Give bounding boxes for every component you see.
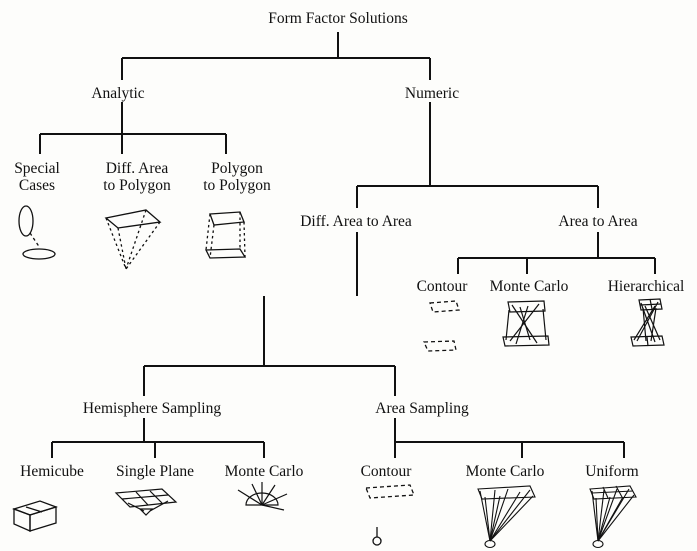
area-to-area-label: Area to Area bbox=[558, 213, 638, 230]
connector-root bbox=[121, 32, 431, 80]
special-cases-label: Special Cases bbox=[14, 160, 60, 194]
hierarchical-a2a-figure bbox=[630, 298, 665, 347]
diff-area-to-area-label: Diff. Area to Area bbox=[300, 213, 412, 230]
monte-carlo-a2a-label: Monte Carlo bbox=[489, 278, 569, 295]
connector-area-sampling bbox=[394, 418, 625, 458]
diff-area-to-polygon-label: Diff. Area to Polygon bbox=[103, 160, 171, 194]
hemisphere-sampling-label: Hemisphere Sampling bbox=[82, 400, 222, 417]
area-sampling-label: Area Sampling bbox=[375, 400, 469, 417]
diagram-title: Form Factor Solutions bbox=[268, 10, 408, 27]
contour-area-sampling-label: Contour bbox=[360, 463, 412, 480]
monte-carlo-hemisphere-figure bbox=[237, 482, 288, 511]
connector-hemisphere bbox=[51, 418, 265, 458]
uniform-area-sampling-label: Uniform bbox=[585, 463, 639, 480]
polygon-to-polygon-figure bbox=[204, 211, 247, 259]
connector-numeric bbox=[356, 102, 599, 208]
single-plane-figure bbox=[114, 488, 178, 516]
analytic-label: Analytic bbox=[91, 85, 145, 102]
monte-carlo-area-sampling-figure bbox=[477, 485, 536, 549]
monte-carlo-a2a-figure bbox=[502, 300, 550, 347]
hierarchical-a2a-label: Hierarchical bbox=[607, 278, 685, 295]
contour-area-sampling-figure bbox=[365, 484, 415, 546]
uniform-area-sampling-figure bbox=[589, 485, 637, 549]
diff-area-to-polygon-figure bbox=[104, 209, 162, 270]
contour-a2a-label: Contour bbox=[416, 278, 468, 295]
monte-carlo-hemisphere-label: Monte Carlo bbox=[224, 463, 304, 480]
hemicube-label: Hemicube bbox=[20, 463, 84, 480]
numeric-label: Numeric bbox=[404, 85, 460, 102]
connector-area-to-area bbox=[457, 232, 656, 274]
contour-a2a-figure bbox=[423, 300, 460, 352]
special-cases-figure bbox=[18, 205, 56, 260]
hemicube-figure bbox=[11, 500, 59, 532]
polygon-to-polygon-label: Polygon to Polygon bbox=[203, 160, 271, 194]
monte-carlo-area-sampling-label: Monte Carlo bbox=[465, 463, 545, 480]
connector-diff-area-to-area bbox=[143, 232, 396, 396]
single-plane-label: Single Plane bbox=[116, 463, 194, 480]
connector-analytic bbox=[39, 102, 227, 154]
